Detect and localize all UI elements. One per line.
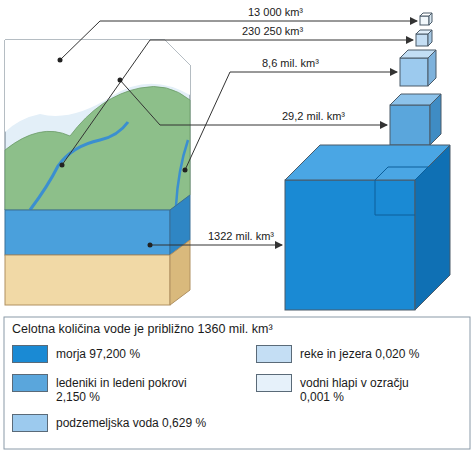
- volume-label: 8,6 mil. km³: [262, 57, 319, 70]
- sand-side: [170, 240, 190, 305]
- legend-swatch: [12, 374, 48, 392]
- river: [176, 140, 188, 206]
- landscape-block: [5, 40, 190, 305]
- cube-front: [390, 105, 430, 145]
- cube-side: [428, 30, 432, 46]
- volume-label: 230 250 km³: [242, 25, 303, 38]
- volume-label: 1322 mil. km³: [208, 230, 274, 243]
- cube-front: [400, 58, 428, 86]
- legend-swatch: [256, 345, 292, 363]
- leader-dot: [58, 58, 63, 63]
- cube-notch: [375, 180, 415, 215]
- legend-text: vodni hlapi v ozračju 0,001 %: [300, 376, 410, 404]
- leader-line: [62, 40, 413, 165]
- legend-text: podzemeljska voda 0,629 %: [56, 416, 236, 430]
- legend-text: reke in jezera 0,020 %: [300, 347, 474, 361]
- legend-text: ledeniki in ledeni pokrovi 2,150 %: [56, 376, 191, 404]
- legend-frame: [4, 317, 470, 449]
- volume-label: 29,2 mil. km³: [282, 110, 345, 123]
- leader-dot: [148, 243, 153, 248]
- legend-swatch: [12, 414, 48, 432]
- cube-notch: [375, 167, 428, 180]
- green-hills: [5, 87, 190, 211]
- river: [30, 122, 128, 210]
- water-layer: [5, 210, 170, 255]
- legend-swatch: [256, 374, 292, 392]
- leader-dots: [58, 58, 188, 248]
- leader-line: [120, 80, 387, 125]
- leader-dot: [183, 168, 188, 173]
- cube-side: [428, 50, 436, 86]
- cube-side: [430, 94, 441, 145]
- cube-front: [420, 16, 429, 25]
- leader-line: [150, 245, 282, 246]
- cube-front: [285, 180, 415, 310]
- leader-line: [185, 72, 397, 170]
- sand-layer: [5, 255, 170, 305]
- legend-swatch: [12, 345, 48, 363]
- leader-lines: [60, 21, 417, 245]
- leader-dot: [60, 163, 65, 168]
- cube-front: [416, 34, 428, 46]
- leader-dot: [118, 78, 123, 83]
- cube-side: [429, 13, 432, 25]
- cube-side: [415, 145, 450, 310]
- volume-label: 13 000 km³: [248, 6, 303, 19]
- legend-heading: Celotna količina vode je približno 1360 …: [12, 322, 462, 336]
- legend-text: morja 97,200 %: [56, 347, 236, 361]
